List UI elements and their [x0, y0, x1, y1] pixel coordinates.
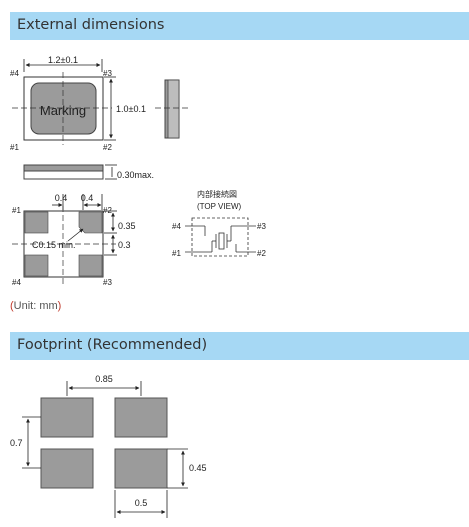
- pad: [78, 254, 103, 277]
- pad: [24, 211, 49, 234]
- pin-label: #1: [172, 249, 181, 258]
- section-header-external: External dimensions: [10, 12, 469, 40]
- pin-label: #1: [10, 143, 19, 152]
- footprint-pad: [40, 397, 94, 438]
- pin-label: #4: [12, 278, 21, 287]
- pin-label: #3: [257, 222, 266, 231]
- marking-area: [30, 82, 97, 135]
- pad-chamfered: [78, 211, 103, 234]
- top-view: 1.2±0.1 Marking 1.0±0.1 #4 #3 #1 #2: [10, 55, 146, 152]
- thickness-label: 0.30max.: [117, 170, 154, 180]
- section-title: Footprint (Recommended): [17, 337, 208, 353]
- section-title: External dimensions: [17, 17, 165, 33]
- dim-0.5: 0.5: [135, 498, 148, 508]
- connection-title-jp: 内部接続図: [197, 189, 237, 199]
- dim-0.4-left: 0.4: [55, 193, 68, 203]
- dim-0.3: 0.3: [118, 240, 131, 250]
- chamfer-label: C0.15 min.: [32, 240, 76, 250]
- bottom-view: 0.4 0.4 0.35 0.3 C0.15 min. #1 #2 #4 #3: [12, 193, 136, 287]
- connection-diagram: 内部接続図 (TOP VIEW) #4 #3 #1 #2: [172, 189, 266, 258]
- side-view-right: [155, 79, 190, 139]
- side-view: 0.30max.: [23, 164, 154, 180]
- unit-note: (Unit: mm): [10, 300, 62, 312]
- pin-label: #2: [103, 143, 112, 152]
- dim-0.45: 0.45: [189, 463, 207, 473]
- footprint-pad: [40, 448, 94, 489]
- height-label: 1.0±0.1: [116, 104, 146, 114]
- pad: [24, 254, 49, 277]
- footprint-pad: [114, 448, 168, 489]
- dim-0.7: 0.7: [10, 438, 23, 448]
- connection-title-en: (TOP VIEW): [197, 202, 241, 211]
- pin-label: #4: [172, 222, 181, 231]
- pin-label: #2: [103, 206, 112, 215]
- dim-0.4-right: 0.4: [81, 193, 94, 203]
- pin-label: #2: [257, 249, 266, 258]
- dim-0.85: 0.85: [95, 374, 113, 384]
- footprint-pad: [114, 397, 168, 438]
- pin-label: #3: [103, 69, 112, 78]
- dim-0.35: 0.35: [118, 221, 136, 231]
- pin-label: #1: [12, 206, 21, 215]
- section-header-footprint: Footprint (Recommended): [10, 332, 469, 360]
- width-label: 1.2±0.1: [48, 55, 78, 65]
- footprint-drawing: 0.85 0.7 0.45 0.5: [10, 374, 207, 518]
- pin-label: #3: [103, 278, 112, 287]
- pin-label: #4: [10, 69, 19, 78]
